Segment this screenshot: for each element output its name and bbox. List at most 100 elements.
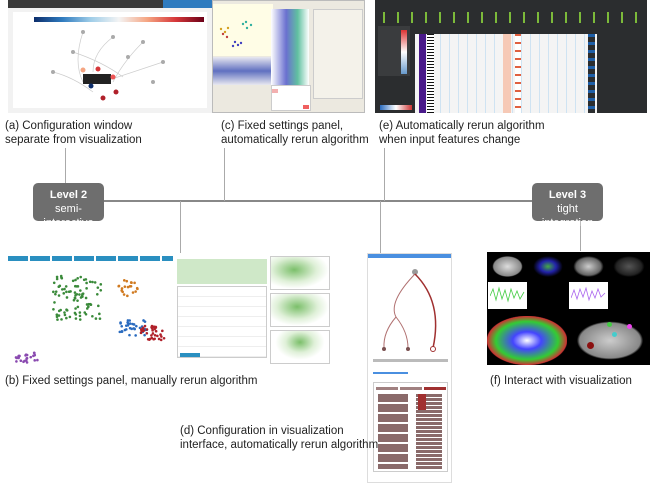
scatter-point	[24, 359, 28, 362]
caption-line: (d) Configuration in visualization	[180, 425, 344, 437]
scatter-point	[75, 292, 79, 296]
scatter-point	[146, 337, 150, 341]
scatter-point	[29, 355, 33, 359]
scatter-point	[145, 332, 149, 335]
scatter-point	[132, 323, 136, 326]
caption-b: (b) Fixed settings panel, manually rerun…	[5, 375, 258, 387]
connector-f	[580, 221, 581, 251]
scatter-point	[91, 280, 94, 284]
scatter-point	[73, 296, 77, 300]
caption-line: automatically rerun algorithm	[221, 134, 369, 146]
scatter-point	[55, 277, 59, 281]
caption-d: (d) Configuration in visualization inter…	[180, 424, 378, 452]
level-3-box: Level 3 tight integration	[532, 183, 603, 229]
scatter-point	[120, 330, 124, 333]
scatter-point	[82, 278, 86, 282]
scatter-point	[74, 307, 77, 310]
scatter-point	[130, 281, 133, 284]
scatter-point	[128, 333, 131, 337]
scatter-point	[153, 326, 157, 330]
scatter-point	[33, 359, 37, 362]
scatter-point	[55, 275, 59, 279]
connector-e	[384, 148, 385, 201]
scatter-point	[99, 288, 103, 292]
scatter-point	[134, 290, 137, 293]
screenshot-d	[367, 253, 452, 483]
scatter-point	[61, 288, 64, 291]
scatter-point	[145, 328, 149, 331]
scatter-point	[151, 332, 155, 335]
scatter-point	[85, 281, 88, 285]
scatter-point	[84, 296, 88, 300]
scatter-point	[81, 295, 84, 298]
screenshot-f	[487, 252, 650, 365]
caption-a: (a) Configuration window separate from v…	[5, 119, 142, 147]
scatter-point	[135, 324, 138, 328]
screenshot-e	[375, 0, 647, 113]
scatter-point	[78, 311, 82, 314]
scatter-point	[57, 314, 61, 317]
scatter-point	[63, 313, 67, 317]
green-signal-plot	[490, 286, 525, 303]
screenshot-c	[212, 0, 365, 113]
scatter-point	[74, 278, 77, 282]
scatter-plot	[219, 20, 253, 48]
timeline-line	[100, 200, 535, 202]
scatter-point	[19, 359, 23, 363]
connector-b	[180, 201, 181, 256]
cluster-scatter	[14, 274, 166, 364]
scatter-point	[95, 292, 99, 296]
cluster-tree	[382, 269, 437, 352]
scatter-point	[54, 292, 57, 296]
scatter-point	[79, 289, 82, 292]
scatter-point	[119, 322, 122, 325]
caption-f: (f) Interact with visualization	[490, 375, 632, 387]
scatter-point	[141, 326, 145, 330]
caption-e: (e) Automatically rerun algorithm when i…	[379, 119, 545, 147]
caption-line: (c) Fixed settings panel,	[221, 120, 344, 132]
scatter-point	[55, 315, 59, 319]
level-title: Level 3	[548, 189, 587, 201]
scatter-point	[141, 329, 145, 333]
caption-line: interface, automatically rerun algorithm	[180, 439, 379, 451]
scatter-point	[78, 314, 82, 318]
caption-line: separate from visualization	[5, 134, 142, 146]
scatter-point	[57, 309, 61, 313]
scatter-point	[63, 287, 66, 291]
scatter-point	[56, 318, 59, 321]
scatter-point	[76, 305, 80, 309]
scatter-point	[63, 311, 66, 314]
scatter-point	[130, 327, 133, 331]
scatter-point	[68, 315, 72, 319]
scatter-point	[121, 290, 124, 294]
connector-c	[224, 148, 225, 201]
scatter-point	[143, 333, 146, 337]
scatter-point	[91, 314, 94, 318]
scatter-point	[24, 354, 27, 357]
scatter-point	[55, 313, 59, 317]
screenshot-b	[5, 253, 332, 369]
scatter-point	[87, 305, 90, 308]
connector-a	[65, 148, 66, 184]
scatter-point	[33, 351, 36, 355]
scatter-point	[150, 336, 154, 340]
caption-line: (a) Configuration window	[5, 120, 133, 132]
scatter-point	[96, 286, 100, 289]
connector-d	[380, 201, 381, 256]
scatter-point	[98, 317, 102, 320]
scatter-point	[76, 276, 80, 280]
scatter-point	[133, 281, 136, 285]
level-subtitle: tight integration	[541, 203, 594, 229]
scatter-point	[53, 301, 56, 304]
caption-c: (c) Fixed settings panel, automatically …	[221, 119, 369, 147]
scatter-point	[60, 318, 63, 321]
scatter-point	[132, 327, 136, 330]
scatter-point	[150, 334, 153, 337]
scatter-point	[76, 299, 79, 302]
scatter-point	[85, 287, 88, 290]
scatter-point	[150, 324, 154, 328]
scatter-point	[122, 279, 126, 282]
scatter-point	[142, 319, 145, 322]
scatter-point	[131, 291, 135, 294]
scatter-point	[75, 285, 78, 288]
